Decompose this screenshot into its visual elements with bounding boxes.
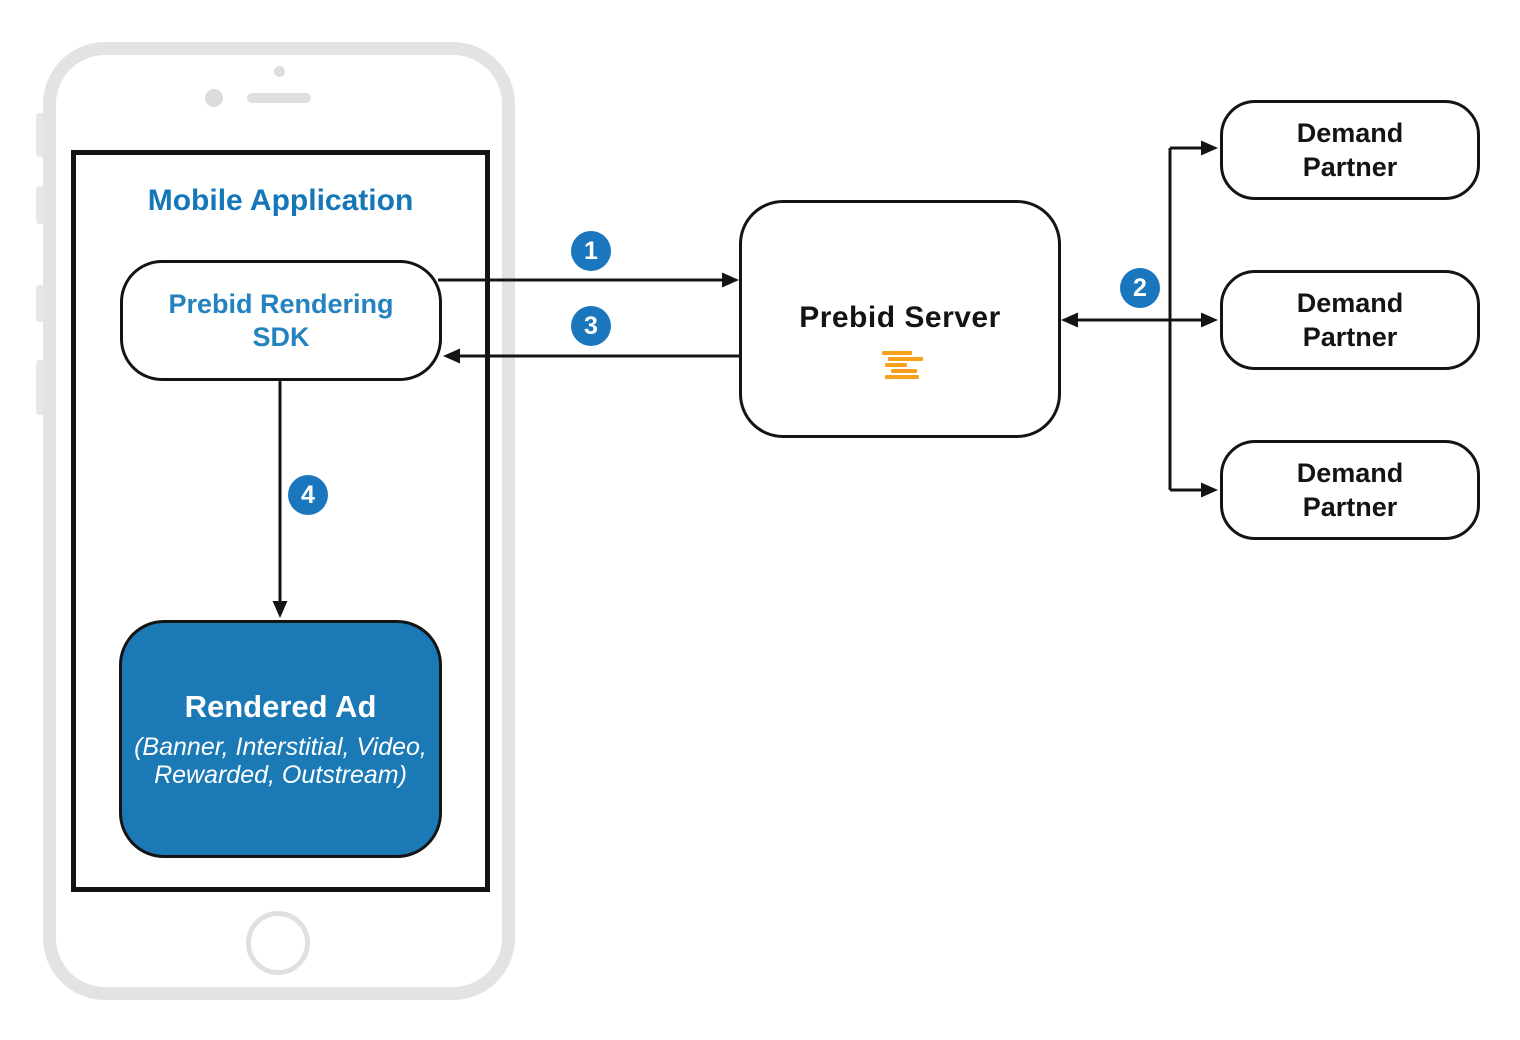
sdk-label-line2: SDK — [252, 321, 310, 352]
rendered-ad-subtitle-line2: Rewarded, Outstream) — [154, 761, 407, 789]
rendered-ad-box: Rendered Ad (Banner, Interstitial, Video… — [119, 620, 442, 858]
demand-partner-box-3: Demand Partner — [1220, 440, 1480, 540]
demand-partner-label-line1: Demand — [1296, 118, 1404, 148]
demand-partner-label-line2: Partner — [1302, 152, 1398, 182]
demand-partner-label-line1: Demand — [1296, 288, 1404, 318]
demand-partner-label-line2: Partner — [1302, 322, 1398, 352]
step-badge-4: 4 — [288, 475, 328, 515]
demand-partner-box-2: Demand Partner — [1220, 270, 1480, 370]
phone-side-button — [36, 360, 45, 415]
phone-sensor-icon — [205, 89, 223, 107]
prebid-server-title: Prebid Server — [799, 301, 1001, 334]
mobile-application-title: Mobile Application — [147, 184, 414, 217]
phone-side-button — [36, 113, 45, 157]
demand-partner-label-line2: Partner — [1302, 492, 1398, 522]
phone-home-button — [246, 911, 310, 975]
step-badge-1: 1 — [571, 231, 611, 271]
phone-speaker — [247, 93, 311, 103]
rendered-ad-title: Rendered Ad — [184, 689, 377, 724]
prebid-server-box: Prebid Server — [739, 200, 1061, 438]
rendered-ad-subtitle-line1: (Banner, Interstitial, Video, — [134, 733, 427, 761]
prebid-rendering-sdk-box: Prebid Rendering SDK — [120, 260, 442, 381]
phone-camera-icon — [274, 66, 285, 77]
phone-side-button — [36, 285, 45, 322]
step-badge-3: 3 — [571, 306, 611, 346]
demand-partner-label-line1: Demand — [1296, 458, 1404, 488]
demand-partner-box-1: Demand Partner — [1220, 100, 1480, 200]
prebid-logo-icon — [880, 351, 926, 381]
phone-side-button — [36, 186, 45, 224]
step-badge-2: 2 — [1120, 268, 1160, 308]
sdk-label-line1: Prebid Rendering — [168, 288, 394, 319]
arrow-step2-server-to-partners — [1061, 140, 1218, 498]
